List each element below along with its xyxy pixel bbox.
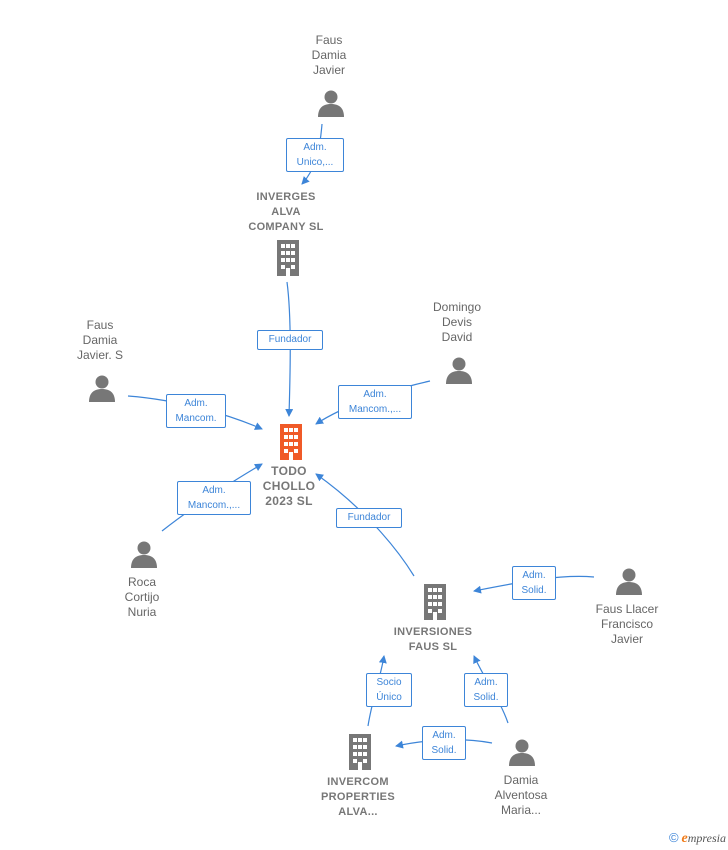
- edge-label-e4[interactable]: Adm. Mancom.,...: [338, 385, 412, 419]
- edge-label-e9[interactable]: Adm. Solid.: [464, 673, 508, 707]
- edge-label-e8[interactable]: Socio Único: [366, 673, 412, 707]
- node-label-inverges[interactable]: INVERGES ALVA COMPANY SL: [248, 191, 324, 233]
- building-icon[interactable]: [421, 584, 449, 620]
- edge-label-e1[interactable]: Adm. Unico,...: [286, 138, 344, 172]
- edge-label-e10[interactable]: Adm. Solid.: [422, 726, 466, 760]
- edge-label-e3[interactable]: Adm. Mancom.: [166, 394, 226, 428]
- node-label-faus-damia-javier-s[interactable]: Faus Damia Javier. S: [76, 318, 124, 362]
- person-icon[interactable]: [444, 355, 474, 385]
- person-icon[interactable]: [129, 539, 159, 569]
- person-icon[interactable]: [316, 88, 346, 118]
- node-label-todo-chollo[interactable]: TODO CHOLLO 2023 SL: [262, 464, 316, 508]
- node-label-faus-damia-javier[interactable]: Faus Damia Javier: [311, 33, 347, 77]
- brand-logo-letter: e: [681, 831, 688, 846]
- brand-logo-text: mpresia: [687, 831, 726, 845]
- person-icon[interactable]: [507, 737, 537, 767]
- node-label-invercom[interactable]: INVERCOM PROPERTIES ALVA...: [321, 776, 395, 818]
- copyright-symbol: ©: [668, 830, 679, 845]
- edge-label-e7[interactable]: Adm. Solid.: [512, 566, 556, 600]
- node-label-domingo[interactable]: Domingo Devis David: [432, 300, 482, 344]
- person-icon[interactable]: [87, 373, 117, 403]
- building-icon[interactable]: [274, 240, 302, 276]
- node-label-damia-alventosa[interactable]: Damia Alventosa Maria...: [494, 773, 548, 817]
- building-focus-icon[interactable]: [277, 424, 305, 460]
- node-label-roca[interactable]: Roca Cortijo Nuria: [124, 575, 160, 619]
- building-icon[interactable]: [346, 734, 374, 770]
- edge-label-e2[interactable]: Fundador: [257, 330, 323, 350]
- node-label-faus-llacer[interactable]: Faus Llacer Francisco Javier: [595, 602, 659, 646]
- brand-watermark: ©empresia: [669, 830, 726, 847]
- edge-label-e5[interactable]: Adm. Mancom.,...: [177, 481, 251, 515]
- node-label-inversiones-faus[interactable]: INVERSIONES FAUS SL: [393, 626, 473, 653]
- edge-label-e6[interactable]: Fundador: [336, 508, 402, 528]
- person-icon[interactable]: [614, 566, 644, 596]
